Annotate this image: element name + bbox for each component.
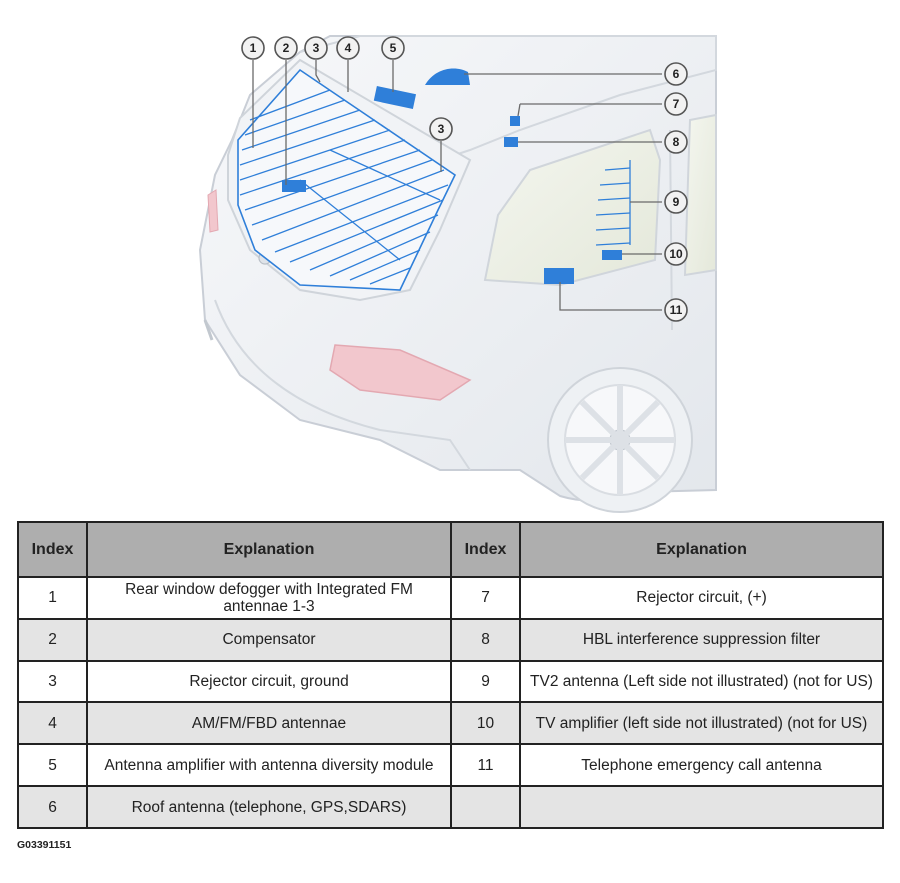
callout-2: 2	[274, 36, 298, 60]
table-row: 1 Rear window defogger with Integrated F…	[17, 576, 884, 620]
table-row: 3 Rejector circuit, ground 9 TV2 antenna…	[17, 659, 884, 704]
callout-1: 1	[241, 36, 265, 60]
table-row: 6 Roof antenna (telephone, GPS,SDARS)	[17, 785, 884, 829]
explanation-cell: Roof antenna (telephone, GPS,SDARS)	[86, 785, 452, 829]
legend-header-row: Index Explanation Index Explanation	[17, 521, 884, 578]
car-illustration: 1 2 3 4 5 6 7 3 8 9 10 11	[198, 35, 717, 513]
callout-11: 11	[664, 298, 688, 322]
explanation-cell: Rejector circuit, (+)	[519, 576, 884, 620]
table-row: 2 Compensator 8 HBL interference suppres…	[17, 617, 884, 662]
explanation-cell	[519, 785, 884, 829]
svg-text:9: 9	[673, 195, 680, 209]
callout-10: 10	[664, 242, 688, 266]
svg-text:6: 6	[673, 67, 680, 81]
callout-8: 8	[664, 130, 688, 154]
explanation-cell: HBL interference suppression filter	[519, 617, 884, 662]
header-explanation-left: Explanation	[86, 521, 452, 578]
callout-7: 7	[664, 92, 688, 116]
figure-code: G03391151	[17, 839, 72, 851]
explanation-cell: Telephone emergency call antenna	[519, 743, 884, 788]
header-index-left: Index	[17, 521, 88, 578]
header-explanation-right: Explanation	[519, 521, 884, 578]
explanation-cell: TV amplifier (left side not illustrated)…	[519, 701, 884, 746]
header-index-right: Index	[450, 521, 521, 578]
index-cell: 1	[17, 576, 88, 620]
explanation-cell: Rejector circuit, ground	[86, 659, 452, 704]
svg-text:10: 10	[669, 247, 683, 261]
explanation-cell: TV2 antenna (Left side not illustrated) …	[519, 659, 884, 704]
leader-lines	[252, 60, 662, 311]
svg-text:4: 4	[345, 41, 352, 55]
car-antenna-diagram: 1 2 3 4 5 6 7 3 8 9 10 11	[198, 35, 717, 513]
svg-text:3: 3	[438, 122, 445, 136]
index-cell: 9	[450, 659, 521, 704]
index-cell: 5	[17, 743, 88, 788]
callout-6: 6	[664, 62, 688, 86]
svg-text:1: 1	[250, 41, 257, 55]
table-row: 5 Antenna amplifier with antenna diversi…	[17, 743, 884, 788]
index-cell: 3	[17, 659, 88, 704]
index-cell	[450, 785, 521, 829]
callout-9: 9	[664, 190, 688, 214]
explanation-cell: Antenna amplifier with antenna diversity…	[86, 743, 452, 788]
svg-text:11: 11	[670, 303, 683, 317]
explanation-cell: AM/FM/FBD antennae	[86, 701, 452, 746]
svg-text:8: 8	[673, 135, 680, 149]
index-cell: 7	[450, 576, 521, 620]
callout-5: 5	[381, 36, 405, 60]
callout-4: 4	[336, 36, 360, 60]
index-cell: 4	[17, 701, 88, 746]
index-cell: 2	[17, 617, 88, 662]
table-row: 4 AM/FM/FBD antennae 10 TV amplifier (le…	[17, 701, 884, 746]
index-cell: 8	[450, 617, 521, 662]
callout-3-right: 3	[429, 117, 453, 141]
svg-text:2: 2	[283, 41, 290, 55]
index-cell: 10	[450, 701, 521, 746]
index-cell: 11	[450, 743, 521, 788]
callout-3: 3	[304, 36, 328, 60]
explanation-cell: Rear window defogger with Integrated FM …	[86, 576, 452, 620]
svg-text:5: 5	[390, 41, 397, 55]
legend-table: Index Explanation Index Explanation 1 Re…	[17, 521, 884, 829]
svg-text:3: 3	[313, 41, 320, 55]
antenna-components	[282, 68, 622, 284]
rear-window-defogger	[237, 68, 457, 291]
explanation-cell: Compensator	[86, 617, 452, 662]
index-cell: 6	[17, 785, 88, 829]
svg-text:7: 7	[673, 97, 680, 111]
